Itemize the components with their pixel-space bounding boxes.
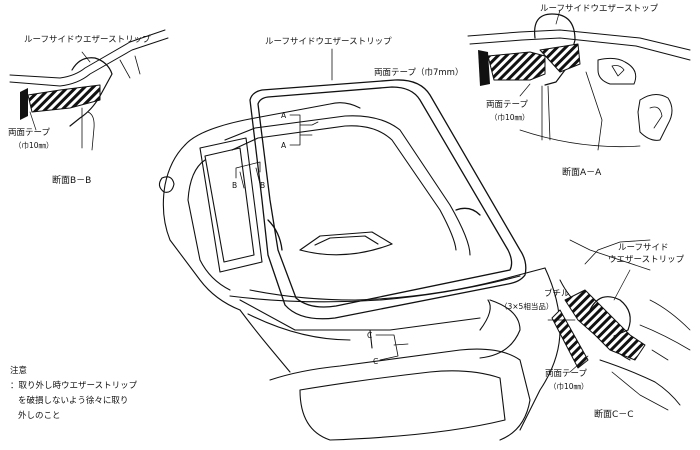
weatherstrip-outline: [249, 79, 527, 320]
label-tape-bb: 両面テープ: [8, 128, 50, 138]
label-tape-cc-width: （巾10㎜）: [549, 382, 589, 391]
marker-c-upper: C: [367, 331, 373, 340]
section-title-cc: 断面C－C: [594, 410, 634, 420]
section-title-bb: 断面B－B: [52, 176, 92, 186]
section-cc-drawing: [547, 239, 691, 411]
label-tape-bb-width: （巾10㎜）: [14, 141, 54, 150]
label-butyl-size: （3×5相当品）: [500, 302, 554, 311]
label-tape-aa: 両面テープ: [486, 100, 528, 110]
label-strip-center: ルーフサイドウエザーストリップ: [265, 37, 392, 47]
label-tape-cc: 両面テープ: [545, 369, 587, 379]
car-body-outline: [158, 102, 561, 441]
section-bb-drawing: [9, 29, 169, 151]
marker-b-left: B: [232, 181, 238, 190]
label-strip-top-left: ルーフサイドウエザーストリップ: [24, 35, 151, 45]
marker-b-right: B: [260, 181, 266, 190]
label-strip-cc-line1: ルーフサイド: [618, 243, 669, 253]
label-strip-top-right: ルーフサイドウエザーストップ: [540, 4, 659, 14]
label-butyl: ブチル: [544, 289, 570, 299]
marker-a-upper: A: [281, 111, 287, 120]
caution-note-line-3: 外しのこと: [18, 411, 61, 421]
marker-a-lower: A: [281, 141, 287, 150]
caution-note: 注意 ：取り外し時ウエザーストリップ を破損しないよう徐々に取り 外しのこと: [10, 364, 137, 424]
section-title-aa: 断面A－A: [562, 168, 602, 178]
label-tape-7mm: 両面テープ（巾7mm）: [374, 68, 464, 78]
caution-note-line-1: ：取り外し時ウエザーストリップ: [10, 381, 138, 391]
caution-note-line-2: を破損しないよう徐々に取り: [18, 396, 129, 406]
leader-lines: [235, 48, 409, 361]
label-tape-aa-width: （巾10㎜）: [490, 113, 530, 122]
caution-note-title: 注意: [10, 366, 28, 376]
marker-c-lower: C: [373, 357, 379, 366]
label-strip-cc-line2: ウエザーストリップ: [608, 255, 685, 265]
section-aa-drawing: [467, 9, 691, 151]
